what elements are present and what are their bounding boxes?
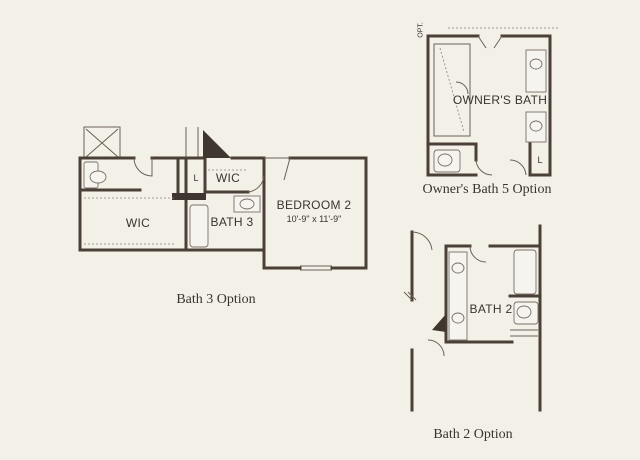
caption-bath3-option: Bath 3 Option <box>176 292 256 307</box>
toilet-door-swing <box>475 159 493 176</box>
room-label-bath2: BATH 2 <box>469 302 513 316</box>
wall-segment-dark <box>172 193 206 200</box>
vanity-right-top <box>525 49 547 93</box>
bath2-left-wall <box>444 244 514 344</box>
sink-right-top <box>529 58 543 70</box>
owners-bath-top-right <box>500 34 552 177</box>
bedroom2-bottom-wall <box>262 248 302 270</box>
small-wic-door-swing <box>247 175 265 193</box>
label-opt: OPT. <box>417 22 425 38</box>
hall-door-swing <box>411 231 433 251</box>
owners-bath-left-wall <box>426 34 478 177</box>
bath2-dark-wedge <box>432 314 446 332</box>
bath2-sink-bottom <box>451 312 465 324</box>
upper-closet-diagonal-2 <box>85 128 119 158</box>
room-dims-bedroom2: 10'-9" x 11'-9" <box>286 214 342 224</box>
owners-toilet-bowl <box>437 153 453 167</box>
room-label-owners-bath: OWNER'S BATH <box>452 93 548 107</box>
room-label-l-closet: L <box>193 173 199 183</box>
shower-dash <box>439 47 465 133</box>
owners-bath-inner-wall <box>426 142 478 162</box>
bath3-toilet-bowl <box>89 170 107 184</box>
dark-wall-wedge <box>203 130 231 158</box>
sink-right-bottom <box>529 120 543 132</box>
bath3-tub <box>189 204 209 248</box>
room-label-wic: WIC <box>125 216 151 230</box>
wic-door-swing <box>133 157 153 177</box>
closet-door-swing <box>509 159 527 176</box>
caption-owners-bath-option: Owner's Bath 5 Option <box>422 182 552 197</box>
shower-enclosure <box>433 43 471 137</box>
bedroom2-right-walls <box>288 156 368 270</box>
bath3-sink <box>239 198 255 210</box>
room-label-owners-l-closet: L <box>537 155 543 165</box>
room-label-small-wic: WIC <box>215 171 241 185</box>
hall-fragment <box>403 291 417 301</box>
bath2-tub <box>513 249 537 295</box>
room-label-bath3: BATH 3 <box>210 215 254 229</box>
bath3-option-plan <box>78 126 368 271</box>
owners-bath-double-door <box>477 35 503 49</box>
caption-bath2-option: Bath 2 Option <box>433 427 513 442</box>
room-label-bedroom2: BEDROOM 2 <box>276 198 352 212</box>
bedroom2-door-swing <box>264 157 291 181</box>
bath2-door-swing <box>469 245 487 263</box>
wic-right-top-wall <box>150 156 180 197</box>
lower-door-swing <box>427 339 445 357</box>
shower-door-swing <box>455 81 469 95</box>
bath2-sink-top <box>451 262 465 274</box>
owners-bath-option-plan <box>426 27 560 177</box>
bath2-option-plan <box>403 224 542 412</box>
bath2-toilet-bowl <box>516 305 532 319</box>
